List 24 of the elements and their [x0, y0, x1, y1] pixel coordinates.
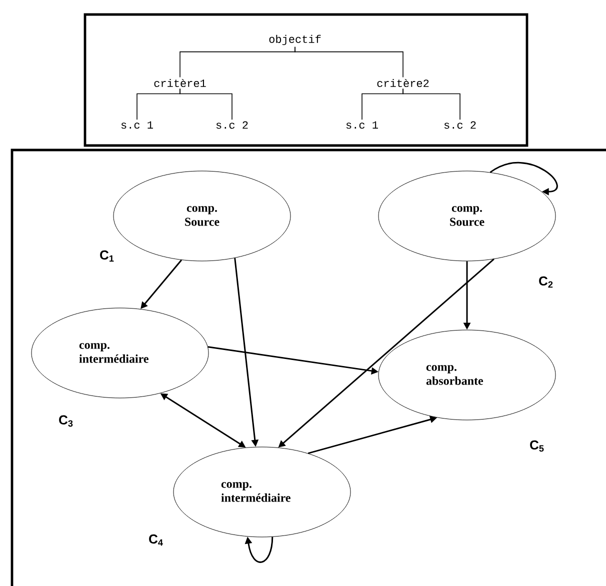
self-loop-arrow [490, 162, 558, 196]
self-loop-arrow [244, 536, 274, 563]
component-label: C$_{3}$ [59, 415, 73, 427]
tree-frame [84, 13, 528, 147]
component-label: C$_{4}$ [149, 534, 163, 546]
ellipse-node: comp. intermédiaire [31, 308, 209, 398]
tree-label: critère1 [154, 78, 206, 88]
tree-label: objectif [269, 34, 321, 46]
ellipse-node: comp. Source [113, 170, 291, 262]
ellipse-node: comp. intermédiaire [173, 446, 351, 538]
tree-label: critère2 [377, 78, 429, 88]
component-label: C$_{5}$ [530, 440, 544, 452]
tree-label: s.c 2 [216, 121, 248, 129]
component-label: C$_{1}$ [100, 250, 114, 262]
tree-connector [294, 46, 404, 78]
tree-label: s.c 2 [444, 121, 476, 129]
tree-label: s.c 1 [121, 121, 153, 129]
ellipse-node: comp. absorbante [378, 330, 556, 420]
tree-connector [180, 88, 232, 120]
component-label: C$_{2}$ [539, 276, 553, 288]
tree-label: s.c 1 [346, 121, 378, 129]
ellipse-node: comp. Source [378, 170, 556, 262]
graph-frame [10, 148, 606, 586]
tree-connector [402, 88, 460, 120]
